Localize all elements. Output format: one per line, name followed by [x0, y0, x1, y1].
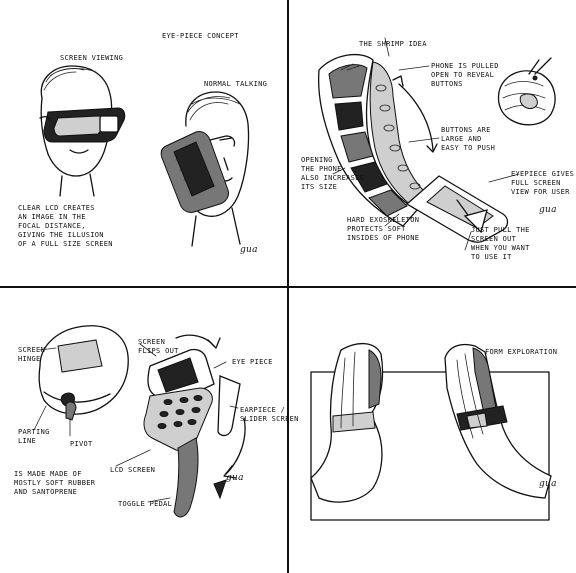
label-buttons-large: BUTTONS ARE LARGE AND EASY TO PUSH — [441, 126, 496, 152]
label-pivot: PIVOT — [70, 440, 93, 448]
flip-sketch — [33, 325, 246, 518]
form-exploration-sketch — [310, 343, 552, 521]
signature-bl: gua — [226, 473, 244, 483]
label-parting-line: PARTING LINE — [18, 428, 50, 445]
panel-eyepiece-concept: EYE-PIECE CONCEPT SCREEN VIEWING NORMAL … — [0, 0, 287, 286]
label-lcd-screen: LCD SCREEN — [110, 466, 156, 474]
title-form-exploration: FORM EXPLORATION — [485, 348, 558, 356]
label-screen-flips: SCREEN FLIPS OUT — [138, 338, 179, 355]
note-clear-lcd: CLEAR LCD CREATES AN IMAGE IN THE FOCAL … — [18, 204, 113, 248]
title-shrimp-idea: THE SHRIMP IDEA — [359, 40, 427, 48]
label-exoskeleton: HARD EXOSKELETON PROTECTS SOFT INSIDES O… — [347, 216, 420, 242]
title-eyepiece-concept: EYE-PIECE CONCEPT — [162, 32, 239, 40]
label-opening: OPENING THE PHONE ALSO INCREASES ITS SIZ… — [301, 156, 365, 191]
panel-form-exploration: FORM EXPLORATION gua — [289, 288, 576, 573]
eyepiece-sketch — [39, 65, 250, 247]
label-screen-viewing: SCREEN VIEWING — [60, 54, 124, 62]
signature-tl: gua — [240, 245, 258, 255]
signature-tr: gua — [539, 205, 557, 215]
label-earpiece-slider: EARPIECE / SLIDER SCREEN — [240, 406, 299, 423]
horizontal-divider — [0, 286, 576, 288]
label-eye-piece: EYE PIECE — [232, 358, 273, 366]
shrimp-sketch — [317, 37, 556, 251]
label-phone-pulled: PHONE IS PULLED OPEN TO REVEAL BUTTONS — [431, 62, 499, 88]
label-normal-talking: NORMAL TALKING — [204, 80, 268, 88]
label-pull-screen: JUST PULL THE SCREEN OUT WHEN YOU WANT T… — [471, 226, 530, 261]
note-made-of: IS MADE MADE OF MOSTLY SOFT RUBBER AND S… — [14, 470, 96, 496]
panel-flip-concept: SCREEN HINGE SCREEN FLIPS OUT EYE PIECE … — [0, 288, 298, 573]
signature-br: gua — [539, 479, 557, 489]
label-toggle-pedal: TOGGLE PEDAL — [118, 500, 173, 508]
label-screen-hinge: SCREEN HINGE — [18, 346, 46, 363]
label-eyepiece-gives: EYEPIECE GIVES FULL SCREEN VIEW FOR USER — [511, 170, 575, 196]
panel-shrimp-idea: THE SHRIMP IDEA PHONE IS PULLED OPEN TO … — [289, 0, 576, 286]
